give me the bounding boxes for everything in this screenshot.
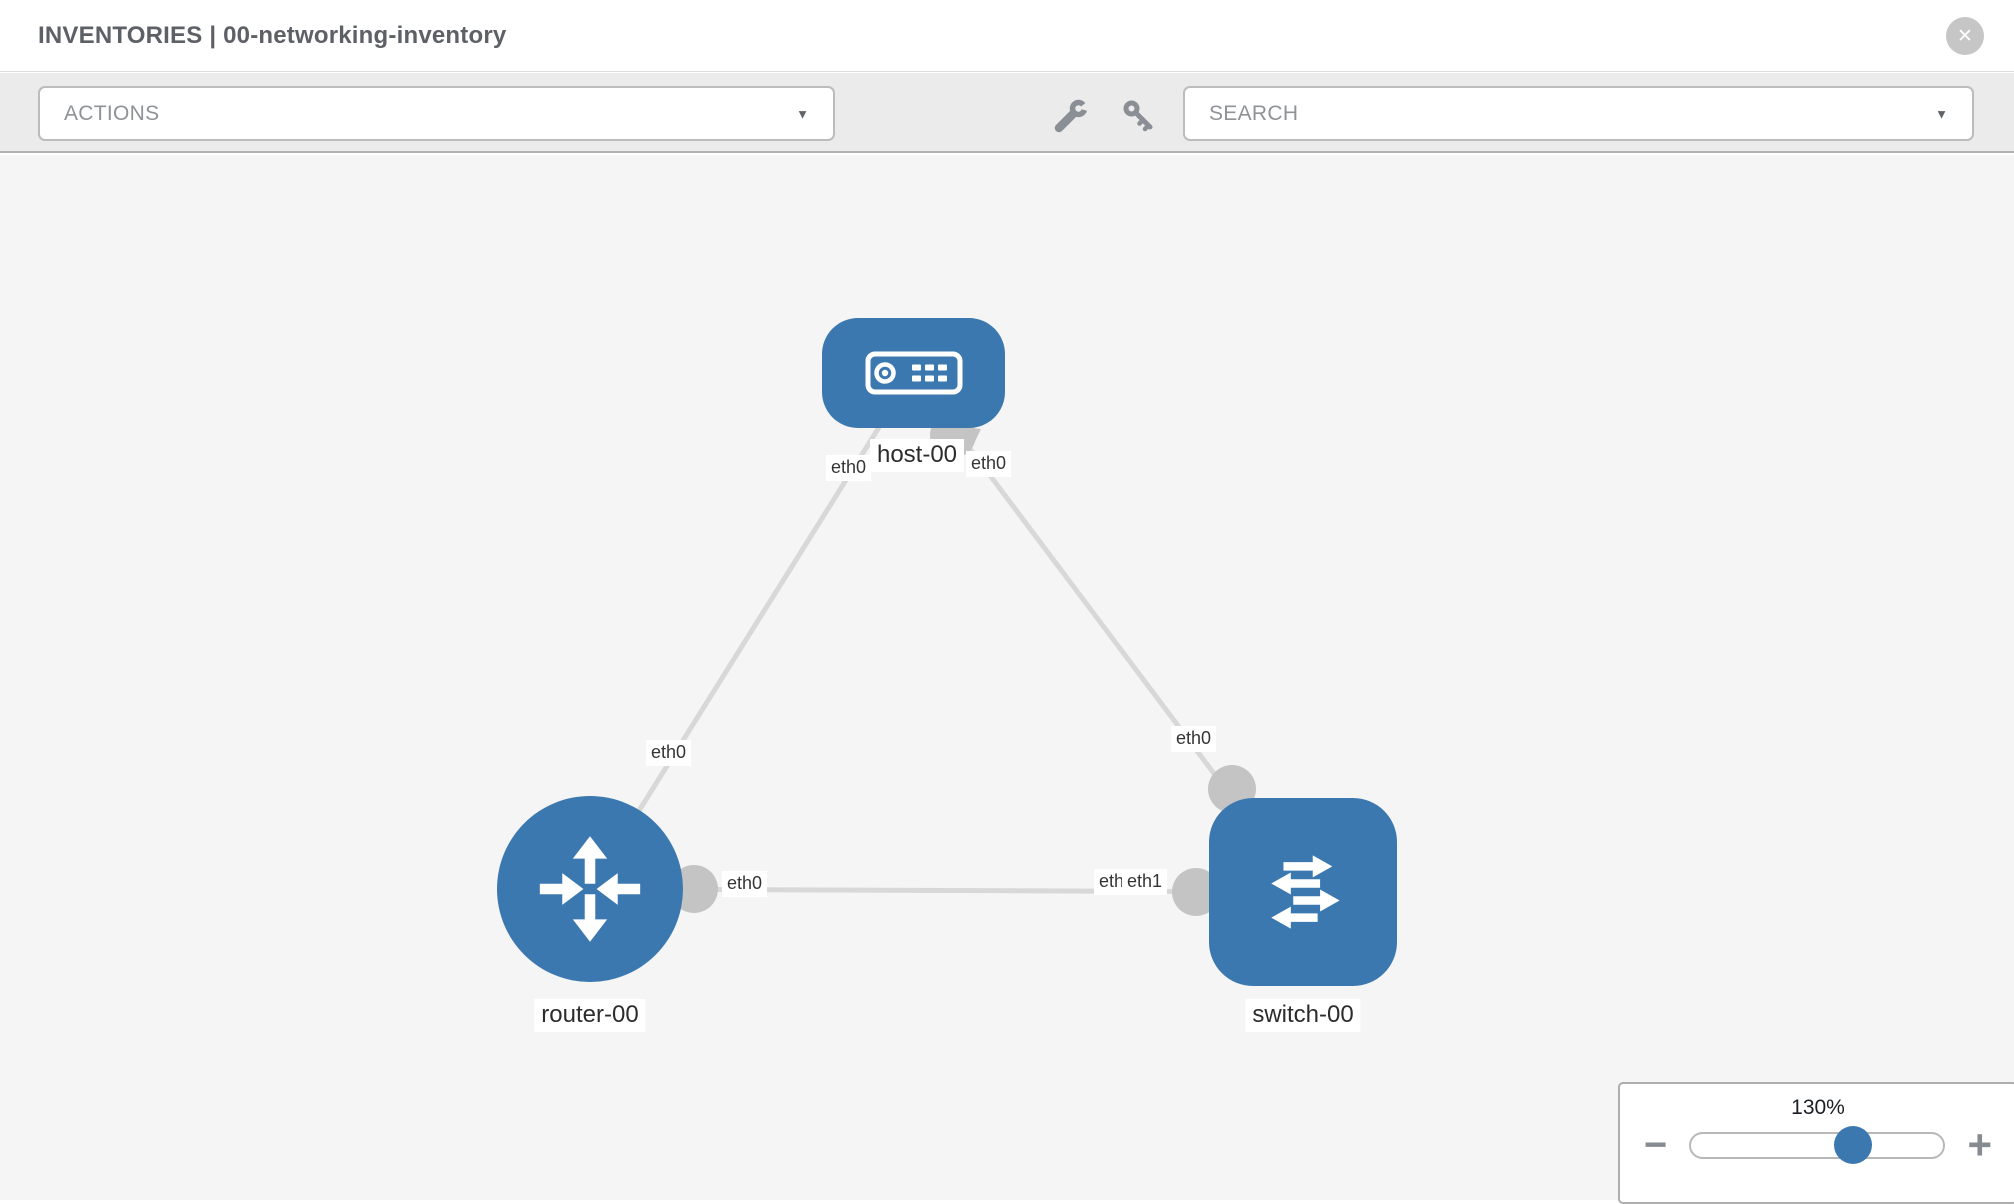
wrench-icon <box>1054 99 1090 133</box>
interface-label: eth0 <box>826 455 872 481</box>
actions-dropdown[interactable]: ACTIONS ▼ <box>38 86 835 141</box>
zoom-in-button[interactable]: + <box>1967 1124 1992 1166</box>
page-title: INVENTORIES | 00-networking-inventory <box>38 21 507 49</box>
node-label-host: host-00 <box>869 439 965 472</box>
zoom-slider-thumb[interactable] <box>1833 1126 1872 1164</box>
actions-dropdown-label: ACTIONS <box>64 101 160 125</box>
search-dropdown-label: SEARCH <box>1209 101 1299 125</box>
node-label-router: router-00 <box>534 999 646 1032</box>
close-icon: ✕ <box>1957 25 1973 47</box>
minus-icon: − <box>1644 1123 1668 1167</box>
zoom-slider[interactable] <box>1689 1126 1946 1164</box>
links-layer <box>587 371 1305 916</box>
node-host-00[interactable] <box>822 318 1005 428</box>
zoom-level-value: 130% <box>1791 1096 1845 1119</box>
key-icon <box>1123 100 1153 132</box>
plus-icon: + <box>1967 1121 1992 1168</box>
router-icon <box>539 836 641 942</box>
node-router-00[interactable] <box>497 796 683 982</box>
close-button[interactable]: ✕ <box>1946 17 1984 55</box>
topology-canvas[interactable]: host-00 router-00 switch-00 eth0 eth0 et… <box>0 155 2014 1200</box>
node-label-switch: switch-00 <box>1245 999 1361 1032</box>
interface-label: eth0 <box>1171 726 1217 752</box>
switch-icon <box>1271 855 1340 929</box>
interface-label: eth0 <box>966 451 1012 477</box>
interface-connector-switch-left <box>1172 868 1220 916</box>
interface-label: eth0 <box>646 740 692 766</box>
interface-connector-host-stub <box>950 425 981 454</box>
chevron-down-icon: ▼ <box>1935 106 1948 121</box>
title-bar: INVENTORIES | 00-networking-inventory ✕ <box>0 0 2014 72</box>
credentials-button[interactable] <box>1118 95 1158 135</box>
node-switch-00[interactable] <box>1209 798 1397 986</box>
chevron-down-icon: ▼ <box>796 106 809 121</box>
interface-label: eth1 <box>1122 869 1168 895</box>
configure-button[interactable] <box>1052 95 1092 135</box>
zoom-control-panel: 130% − + <box>1618 1082 2014 1204</box>
search-dropdown[interactable]: SEARCH ▼ <box>1183 86 1974 141</box>
host-icon <box>865 351 962 395</box>
toolbar: ACTIONS ▼ SEARCH ▼ <box>0 73 2014 153</box>
zoom-out-button[interactable]: − <box>1644 1125 1667 1165</box>
interface-label: eth0 <box>722 871 768 897</box>
